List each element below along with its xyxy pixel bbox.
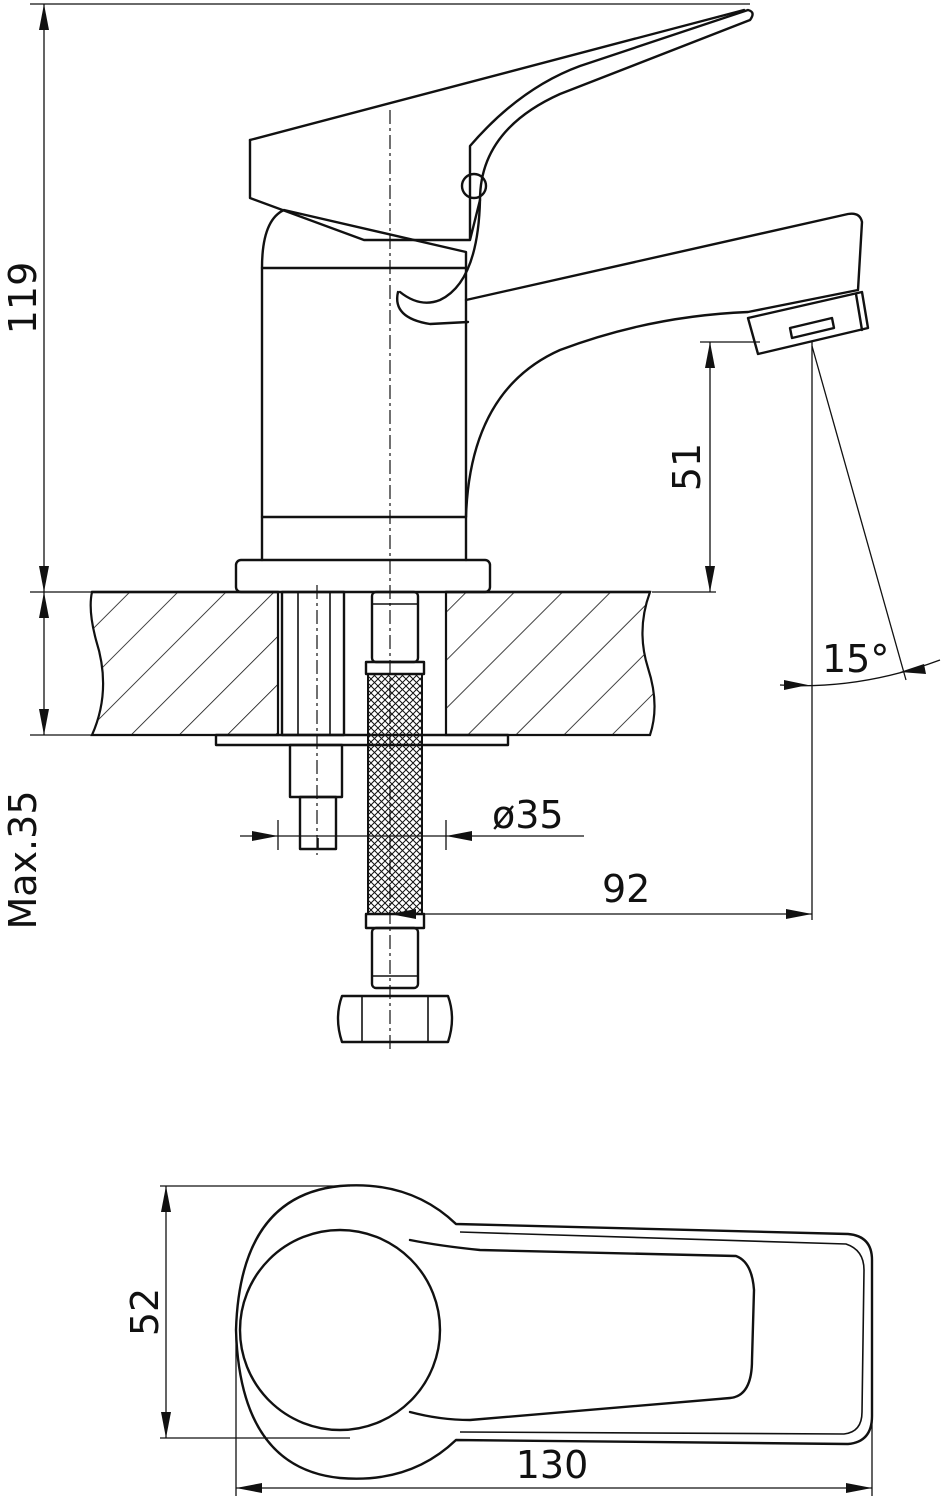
base-outline (234, 1184, 874, 1480)
dimension-52: 52 (123, 1185, 350, 1439)
handle-screw (460, 172, 488, 200)
threaded-stud (280, 585, 346, 855)
countertop-section (89, 590, 656, 737)
dimension-51: 51 (652, 341, 760, 593)
mounting-plate (214, 733, 510, 747)
dim-label-130: 130 (516, 1443, 589, 1487)
dim-label-diameter: ø35 (492, 793, 564, 837)
dimension-angle: 15° (779, 342, 941, 920)
dim-label-angle: 15° (822, 637, 889, 681)
body-circle (238, 1228, 442, 1432)
dim-label-max35: Max.35 (1, 791, 45, 930)
dim-label-52: 52 (123, 1288, 167, 1336)
lever-handle (248, 8, 754, 242)
dimension-diameter: ø35 (240, 793, 584, 850)
side-view: 119 Max.35 51 15° (1, 3, 941, 1050)
dimension-130: 130 (235, 1330, 873, 1496)
dim-label-51: 51 (665, 443, 709, 491)
hex-nut (336, 994, 454, 1044)
faucet-spout (464, 212, 864, 519)
aerator (746, 290, 870, 356)
faucet-body (260, 208, 468, 562)
dimension-92: 92 (390, 867, 812, 919)
dim-label-119: 119 (1, 262, 45, 335)
base-ring (234, 558, 492, 594)
dim-label-92: 92 (602, 867, 650, 911)
top-view: 52 130 (123, 1184, 874, 1496)
lever-top (408, 1238, 756, 1422)
dimension-119: 119 (1, 3, 750, 593)
flexible-hose (336, 590, 454, 1044)
dimension-max35: Max.35 (1, 592, 92, 930)
